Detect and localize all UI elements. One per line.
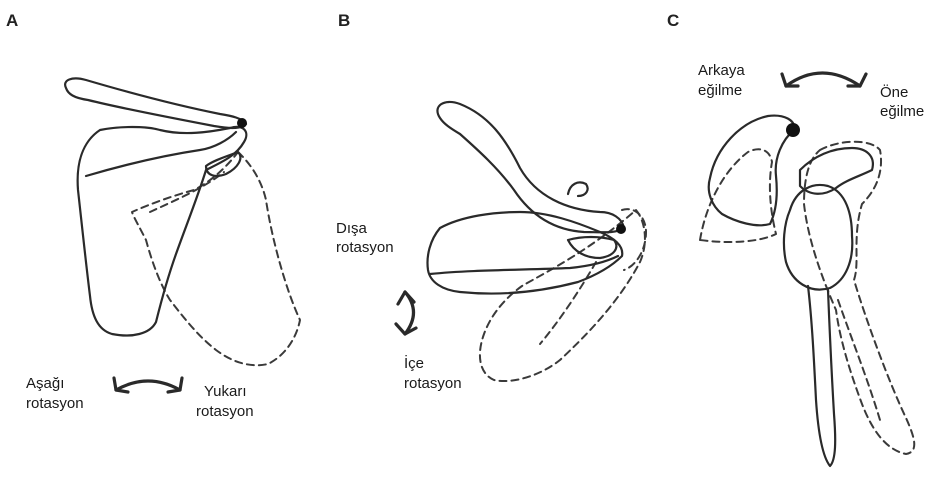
panel-b-rotated-scapula-outline (480, 210, 645, 381)
panel-a-label-upward-line2: rotasyon (196, 403, 254, 420)
panel-b-label-external-line1: Dışa (336, 220, 368, 237)
panel-c-label-anterior-line1: Öne (880, 83, 908, 101)
panel-a-label-upward-line1: Yukarı (204, 383, 247, 400)
panel-c-tilted-scapula-front (804, 142, 914, 454)
panel-c-letter: C (667, 11, 679, 30)
panel-c-pivot-point (786, 123, 800, 137)
panel-c-glenoid-body (784, 185, 852, 290)
panel-a-rotation-arrow-icon (114, 378, 182, 392)
panel-b-letter: B (338, 11, 350, 30)
panel-b: B Dışa rotasyon İçe rotasyon (336, 11, 646, 392)
panel-c-tilt-arrow-icon (782, 73, 866, 86)
panel-a-label-downward-line2: rotasyon (26, 395, 84, 412)
panel-b-label-internal-line1: İçe (404, 354, 424, 372)
panel-b-glenoid (568, 237, 616, 258)
panel-a-clavicle (65, 78, 246, 128)
panel-b-coracoid (568, 182, 588, 196)
panel-c-label-posterior-line2: eğilme (698, 82, 742, 99)
panel-c-label-posterior-line1: Arkaya (698, 62, 745, 79)
panel-a: A Aşağı rotasyon Yukarı rotasyon (6, 11, 300, 420)
panel-b-label-external-line2: rotasyon (336, 239, 394, 256)
panel-a-rotated-scapula-outline (132, 152, 300, 365)
panel-a-letter: A (6, 11, 18, 30)
panel-c-acromion (709, 116, 794, 226)
panel-b-scapula-outline (428, 212, 623, 294)
panel-b-rotated-spine (540, 262, 596, 344)
panel-a-pivot-point (237, 118, 247, 128)
panel-b-rotated-glenoid (622, 209, 646, 270)
panel-c-scapula-blade (808, 286, 835, 466)
panel-b-label-internal-line2: rotasyon (404, 375, 462, 392)
panel-c-tilted-blade (838, 300, 880, 420)
panel-c-tilted-scapula-back (700, 149, 776, 242)
panel-b-rotation-arrow-icon (396, 292, 416, 334)
panel-a-label-downward-line1: Aşağı (26, 375, 64, 392)
panel-c-label-anterior-line2: eğilme (880, 103, 924, 120)
panel-a-scapular-spine (86, 132, 236, 176)
panel-b-pivot-point (616, 224, 626, 234)
panel-c: C Arkaya eğilme Öne eğilme (667, 11, 924, 466)
